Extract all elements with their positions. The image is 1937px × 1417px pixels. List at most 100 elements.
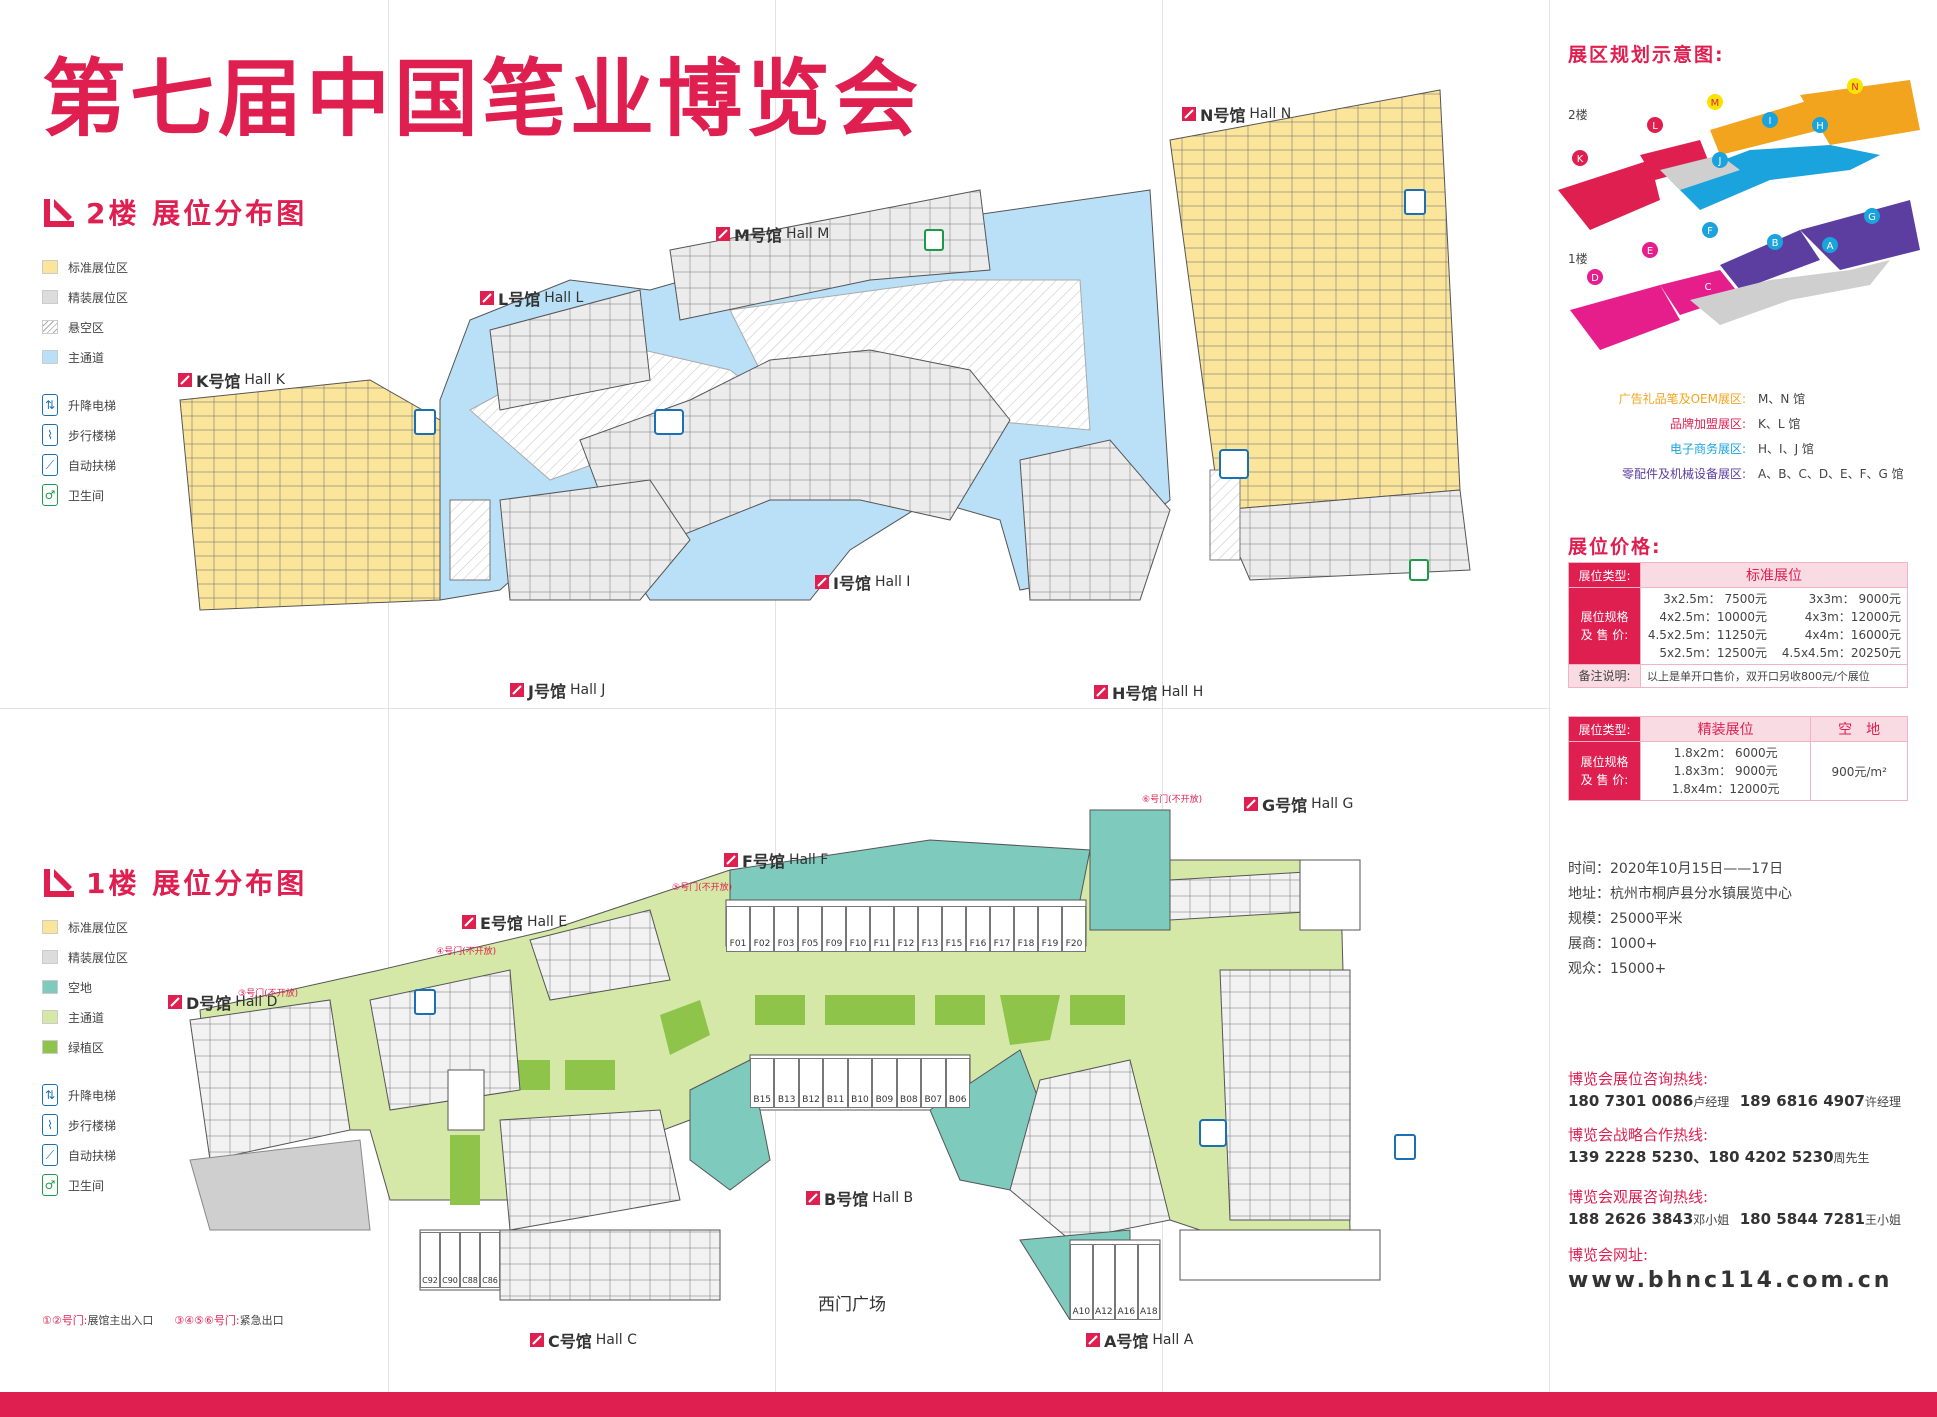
svg-text:H: H	[1816, 121, 1824, 132]
booth-label: B12	[798, 1058, 824, 1108]
legend-label: 卫生间	[68, 1178, 105, 1193]
hotline-number: 180 7301 0086	[1568, 1092, 1694, 1110]
floor2-legend: 标准展位区 精装展位区 悬空区 主通道 ⇅升降电梯 ⌇步行楼梯 ⟋自动扶梯 ♂卫…	[42, 252, 128, 510]
hall-name-en: Hall J	[569, 682, 606, 698]
price-note-value: 以上是单开口售价，双开口另收800元/个展位	[1640, 664, 1908, 688]
hall-marker-icon	[1182, 107, 1196, 121]
price-item: 4x2.5m：10000元	[1659, 610, 1767, 624]
website-link[interactable]: www.bhnc114.com.cn	[1568, 1268, 1893, 1293]
booth-label: B11	[823, 1058, 848, 1108]
toilet-icon	[1409, 559, 1429, 581]
price-title: 展位价格:	[1568, 536, 1662, 558]
zone-k	[1558, 160, 1660, 230]
website-label: 博览会网址:	[1568, 1246, 1649, 1264]
hall-g-area	[1219, 969, 1351, 1221]
booth-label: F03	[774, 906, 798, 952]
elevator-icon	[1404, 189, 1426, 215]
hotline-contact: 周先生	[1833, 1151, 1870, 1165]
hall-marker-icon	[510, 683, 524, 697]
info-address: 地址：杭州市桐庐县分水镇展览中心	[1568, 886, 1792, 902]
hall-name: B号馆	[824, 1190, 869, 1209]
hall-marker-icon	[815, 575, 829, 589]
plant-block	[450, 1135, 480, 1205]
booth-label: A10	[1070, 1244, 1093, 1320]
hall-marker-icon	[168, 995, 182, 1009]
price-item: 3x2.5m： 7500元	[1663, 592, 1767, 606]
zone-pin: I	[1762, 112, 1778, 128]
booth-label: B09	[872, 1058, 897, 1108]
zone-pin: N	[1847, 78, 1863, 94]
zone-f	[1720, 230, 1820, 290]
elevator-icon	[414, 989, 436, 1015]
legend-item: 精装展位区	[42, 942, 128, 972]
booth-g97	[1179, 1229, 1381, 1281]
gate-6-label: ⑥号门(不开放)	[1142, 795, 1203, 805]
plant-block	[565, 1060, 615, 1090]
legend-swatch	[42, 350, 58, 364]
booth-label: A16	[1115, 1244, 1138, 1320]
escalator-icon	[1199, 1119, 1227, 1147]
price-spec-label: 展位规格及 售 价:	[1568, 587, 1641, 665]
booth-label: C86	[480, 1232, 500, 1288]
price-type-value: 标准展位	[1640, 562, 1908, 588]
legend-label: 主通道	[68, 1010, 105, 1025]
hall-m-area	[669, 189, 991, 321]
hall-name: C号馆	[548, 1332, 592, 1351]
plant-block	[935, 995, 985, 1025]
hotline-title: 博览会战略合作热线:	[1568, 1126, 1709, 1144]
legend-swatch	[42, 290, 58, 304]
price-item: 3x3m： 9000元	[1808, 592, 1901, 606]
escalator-icon: ⟋	[42, 1144, 58, 1166]
brand-logo-icon	[42, 865, 76, 899]
svg-text:E: E	[1647, 246, 1653, 257]
hotline-number: 180 5844 7281	[1739, 1210, 1865, 1228]
stairs-icon: ⌇	[42, 424, 58, 446]
hall-n-area	[1169, 89, 1461, 511]
legend-item: 悬空区	[42, 312, 128, 342]
svg-text:G: G	[1868, 212, 1876, 223]
hall-name-en: Hall K	[244, 372, 285, 388]
price-item: 1.8x4m：12000元	[1671, 782, 1780, 796]
legend-item: ⌇步行楼梯	[42, 420, 128, 450]
zone-row: 广告礼品笔及OEM展区:M、N 馆	[1580, 386, 1920, 411]
booth-label: B13	[774, 1058, 799, 1108]
hall-name: E号馆	[480, 914, 523, 933]
zone-pin: C	[1700, 278, 1716, 294]
west-plaza-label: 西门广场	[818, 1295, 886, 1315]
zone-floor2-label: 2楼	[1568, 108, 1588, 122]
legend-label: 自动扶梯	[68, 1148, 117, 1163]
hotline-title: 博览会观展咨询热线:	[1568, 1188, 1709, 1206]
legend-item: ⌇步行楼梯	[42, 1110, 128, 1140]
legend-item: 主通道	[42, 342, 128, 372]
zone-name: 品牌加盟展区:	[1669, 417, 1746, 431]
hotline-booth: 博览会展位咨询热线: 180 7301 0086卢经理 189 6816 490…	[1568, 1068, 1901, 1114]
plant-block	[660, 1000, 710, 1055]
hall-name: F号馆	[742, 852, 785, 871]
expo-info: 时间：2020年10月15日——17日 地址：杭州市桐庐县分水镇展览中心 规模：…	[1568, 857, 1792, 982]
hotline-contact: 邓小姐	[1693, 1213, 1730, 1227]
legend-item: 主通道	[42, 1002, 128, 1032]
hall-c-lower	[499, 1229, 721, 1301]
fold-line	[388, 0, 389, 1392]
booth-label: F12	[894, 906, 918, 952]
hotline-title: 博览会展位咨询热线:	[1568, 1070, 1709, 1088]
legend-label: 升降电梯	[68, 1088, 117, 1103]
info-scale: 规模：25000平米	[1568, 911, 1683, 927]
gate-note-value: 展馆主出入口	[87, 1314, 154, 1327]
booth-label: F11	[870, 906, 894, 952]
zone-row: 品牌加盟展区: K、L 馆	[1580, 411, 1920, 436]
hall-name: A号馆	[1104, 1332, 1149, 1351]
hall-name-en: Hall I	[874, 574, 911, 590]
legend-item: 空地	[42, 972, 128, 1002]
hall-h-area	[1019, 439, 1171, 601]
price-table-premium: 展位类型: 精装展位 空 地 展位规格及 售 价: 1.8x2m： 6000元 …	[1568, 716, 1908, 801]
zone-halls: K、L 馆	[1758, 417, 1801, 431]
price-item: 1.8x2m： 6000元	[1673, 746, 1778, 760]
